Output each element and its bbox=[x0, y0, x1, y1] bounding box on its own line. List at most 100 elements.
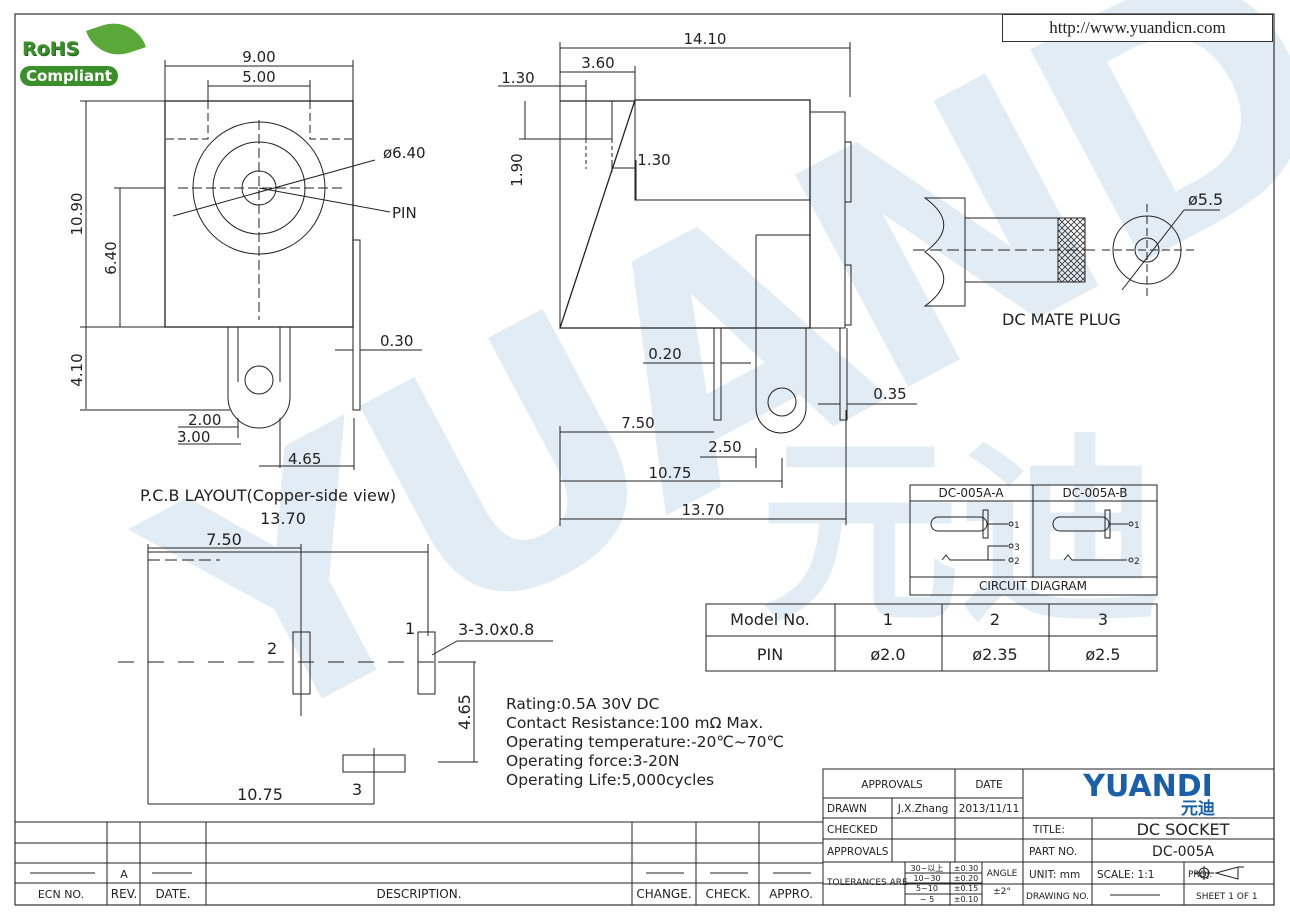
rev-header: APPRO. bbox=[769, 887, 813, 901]
tb-approvals2: APPROVALS bbox=[827, 846, 889, 858]
tb-tol: ±0.10 bbox=[954, 895, 979, 904]
tb-drawn-by: J.X.Zhang bbox=[897, 803, 949, 815]
pcb-pad-3: 3 bbox=[352, 780, 362, 799]
tb-tol: ±0.20 bbox=[954, 874, 979, 883]
pcb-dim-465: 4.65 bbox=[455, 694, 474, 730]
pcb-pad-1: 1 bbox=[405, 619, 415, 638]
pcb-pad-2: 2 bbox=[267, 639, 277, 658]
spec-line: Contact Resistance:100 mΩ Max. bbox=[506, 714, 763, 732]
tb-tol: ±0.30 bbox=[954, 864, 979, 873]
plug-dia: ø5.5 bbox=[1188, 190, 1223, 209]
tb-tol: 5~10 bbox=[916, 884, 938, 893]
website-url[interactable]: http://www.yuandicn.com bbox=[1002, 14, 1273, 42]
front-dim-pin-thk: 0.30 bbox=[380, 332, 413, 350]
tb-title-label: TITLE: bbox=[1032, 824, 1065, 836]
tb-date: DATE bbox=[975, 779, 1002, 791]
spec-line: Operating force:3-20N bbox=[506, 752, 679, 770]
revision-labels: ECN NO. REV. DATE. DESCRIPTION. CHANGE. … bbox=[38, 868, 813, 901]
side-dim-1370: 13.70 bbox=[682, 501, 725, 519]
circuit-diagram bbox=[909, 484, 1158, 596]
tb-angle-val: ±2° bbox=[993, 887, 1011, 897]
front-dim-pin-drop: 4.10 bbox=[68, 353, 86, 386]
model-cell: PIN bbox=[757, 645, 783, 664]
side-dim-lip-h: 1.90 bbox=[508, 153, 526, 186]
pcb-title: P.C.B LAYOUT(Copper-side view) bbox=[140, 486, 396, 505]
tb-tolerances: TOLERANCES ARE bbox=[826, 878, 908, 888]
model-cell: ø2.35 bbox=[972, 645, 1017, 664]
pcb-dim-1075: 10.75 bbox=[237, 785, 283, 804]
watermark-cn-text: 元迪 bbox=[760, 417, 1161, 650]
tb-tol: ±0.15 bbox=[954, 884, 979, 893]
front-dim-width: 9.00 bbox=[242, 48, 275, 66]
rev-header: DESCRIPTION. bbox=[376, 887, 461, 901]
circuit-pin: 2 bbox=[1134, 557, 1140, 567]
model-header: Model No. bbox=[730, 610, 810, 629]
model-table-text: Model No. 1 2 3 PIN ø2.0 ø2.35 ø2.5 bbox=[730, 610, 1120, 664]
circuit-col-a: DC-005A-A bbox=[938, 486, 1004, 500]
tb-title: DC SOCKET bbox=[1137, 820, 1230, 839]
side-dim-1075: 10.75 bbox=[649, 464, 692, 482]
sheet-border bbox=[14, 13, 1275, 906]
tb-drawn-date: 2013/11/11 bbox=[959, 803, 1020, 815]
side-view bbox=[498, 42, 917, 526]
circuit-pin: 1 bbox=[1014, 521, 1020, 531]
mate-plug-labels: ø5.5 DC MATE PLUG bbox=[1002, 190, 1223, 329]
rohs-badge: RoHS Compliant bbox=[18, 14, 146, 98]
circuit-pin: 2 bbox=[1014, 557, 1020, 567]
front-view bbox=[80, 60, 422, 470]
tb-tol: 30~以上 bbox=[911, 864, 944, 873]
side-dim-pin2: 0.35 bbox=[873, 385, 906, 403]
model-cell: ø2.0 bbox=[870, 645, 905, 664]
side-dim-250: 2.50 bbox=[708, 438, 741, 456]
model-header: 2 bbox=[990, 610, 1000, 629]
rev-header: CHECK. bbox=[705, 887, 750, 901]
tb-scale: SCALE: 1:1 bbox=[1097, 869, 1154, 881]
side-dim-total: 14.10 bbox=[684, 30, 727, 48]
side-dim-pin: 0.20 bbox=[648, 345, 681, 363]
tb-approvals: APPROVALS bbox=[861, 779, 923, 791]
tb-unit: UNIT: mm bbox=[1029, 869, 1080, 881]
circuit-labels: DC-005A-A DC-005A-B CIRCUIT DIAGRAM 1 3 … bbox=[938, 486, 1139, 593]
tb-part-no: DC-005A bbox=[1152, 844, 1214, 860]
tb-logo: YUANDI bbox=[1082, 769, 1213, 804]
mate-plug bbox=[913, 197, 1220, 307]
tb-logo-cn: 元迪 bbox=[1181, 798, 1215, 819]
front-dim-c: 4.65 bbox=[288, 450, 321, 468]
tb-angle: ANGLE bbox=[987, 869, 1018, 879]
side-dim-inner: 1.30 bbox=[637, 151, 670, 169]
front-dim-height: 10.90 bbox=[68, 193, 86, 236]
tb-drawing-no: DRAWING NO. bbox=[1026, 892, 1089, 902]
rev-header: REV. bbox=[111, 887, 137, 901]
tb-drawn: DRAWN bbox=[827, 803, 867, 815]
pcb-dim-750: 7.50 bbox=[206, 530, 242, 549]
title-block-text: APPROVALS DATE DRAWN J.X.Zhang 2013/11/1… bbox=[826, 769, 1258, 904]
circuit-caption: CIRCUIT DIAGRAM bbox=[979, 579, 1087, 593]
circuit-col-b: DC-005A-B bbox=[1063, 486, 1128, 500]
tb-sheet: SHEET 1 OF 1 bbox=[1196, 892, 1258, 902]
rev-header: ECN NO. bbox=[38, 888, 84, 901]
spec-line: Operating Life:5,000cycles bbox=[506, 771, 714, 789]
tb-tol: 10~30 bbox=[913, 874, 940, 883]
model-table bbox=[705, 603, 1158, 672]
spec-line: Rating:0.5A 30V DC bbox=[506, 695, 659, 713]
pcb-dim-1370: 13.70 bbox=[260, 509, 306, 528]
side-dim-750: 7.50 bbox=[621, 414, 654, 432]
rev-value: A bbox=[120, 868, 128, 881]
front-dim-inner: 5.00 bbox=[242, 68, 275, 86]
rohs-text: RoHS bbox=[22, 38, 80, 60]
plug-label: DC MATE PLUG bbox=[1002, 310, 1121, 329]
model-header: 3 bbox=[1098, 610, 1108, 629]
side-dim-step: 3.60 bbox=[581, 54, 614, 72]
pcb-layout bbox=[118, 544, 553, 805]
tb-part-label: PART NO. bbox=[1029, 846, 1077, 858]
revision-block bbox=[15, 769, 824, 905]
front-dim-b: 3.00 bbox=[177, 428, 210, 446]
model-header: 1 bbox=[883, 610, 893, 629]
front-pin-label: PIN bbox=[392, 204, 417, 222]
title-block bbox=[822, 768, 1275, 906]
leaf-icon bbox=[86, 14, 146, 64]
front-dim-a: 2.00 bbox=[188, 411, 221, 429]
pcb-slot: 3-3.0x0.8 bbox=[458, 620, 534, 639]
